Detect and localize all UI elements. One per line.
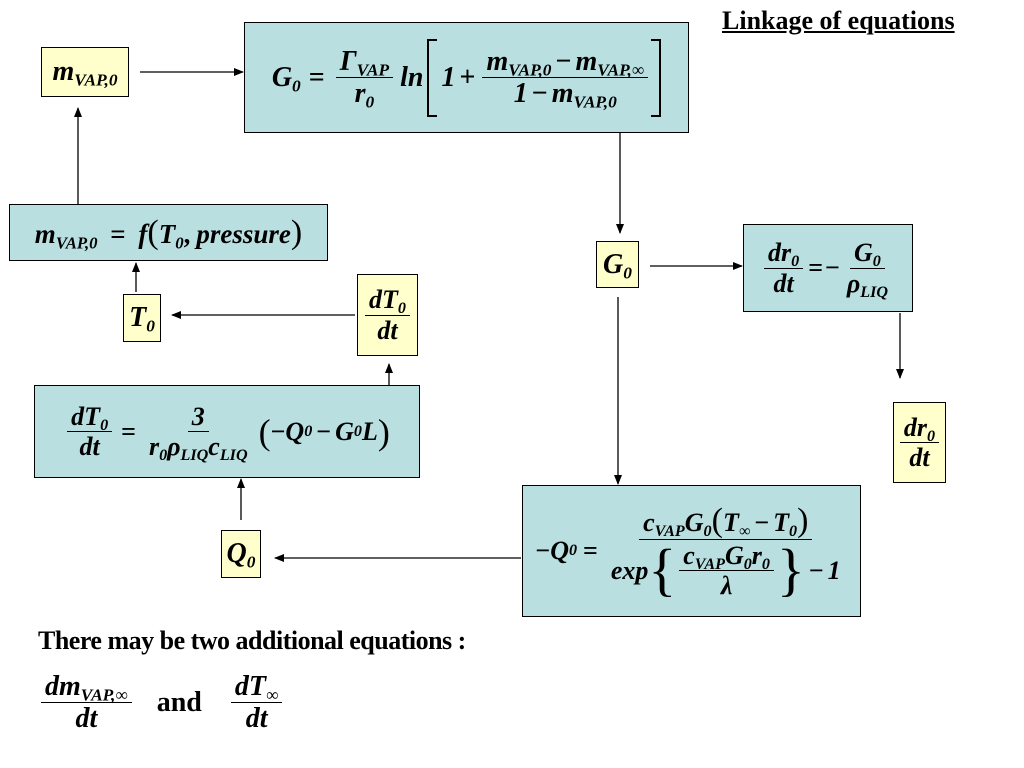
- m-vap0-function-box: mVAP,0 = f(T0,pressure): [9, 204, 328, 261]
- page-title: Linkage of equations: [722, 6, 955, 35]
- q0-symbol: Q0: [226, 538, 256, 572]
- m-vap0-function-equation: mVAP,0 = f(T0,pressure): [34, 213, 303, 252]
- additional-equations: dmVAP,∞ dt and dT∞ dt: [38, 672, 285, 734]
- t0-symbol: T0: [129, 302, 155, 336]
- q0-box: Q0: [221, 530, 261, 578]
- dt0-dt-fraction: dT0 dt: [365, 286, 410, 344]
- additional-equations-note: There may be two additional equations :: [38, 626, 466, 655]
- dt0-dt-box: dT0 dt: [357, 274, 418, 356]
- m-vap0-symbol: mVAP,0: [52, 56, 118, 90]
- dr0-dt-equation: dr0 dt = − G0 ρLIQ: [761, 239, 895, 300]
- g0-equation: G0 = ΓVAP r0 ln 1 + mVAP,0−mVAP,∞ 1−mVAP…: [272, 38, 662, 117]
- t0-box: T0: [123, 294, 161, 342]
- g0-symbol: G0: [603, 248, 632, 283]
- g0-equation-box: G0 = ΓVAP r0 ln 1 + mVAP,0−mVAP,∞ 1−mVAP…: [244, 22, 689, 133]
- and-conjunction: and: [156, 686, 202, 718]
- dm-vap-inf-dt-fraction: dmVAP,∞ dt: [41, 672, 132, 734]
- dr0-dt-box: dr0 dt: [893, 402, 946, 483]
- dr0-dt-equation-box: dr0 dt = − G0 ρLIQ: [743, 224, 913, 312]
- m-vap0-box: mVAP,0: [41, 47, 129, 97]
- g0-box: G0: [596, 241, 639, 288]
- dt-inf-dt-fraction: dT∞ dt: [230, 672, 283, 734]
- dr0-dt-fraction: dr0 dt: [899, 414, 940, 472]
